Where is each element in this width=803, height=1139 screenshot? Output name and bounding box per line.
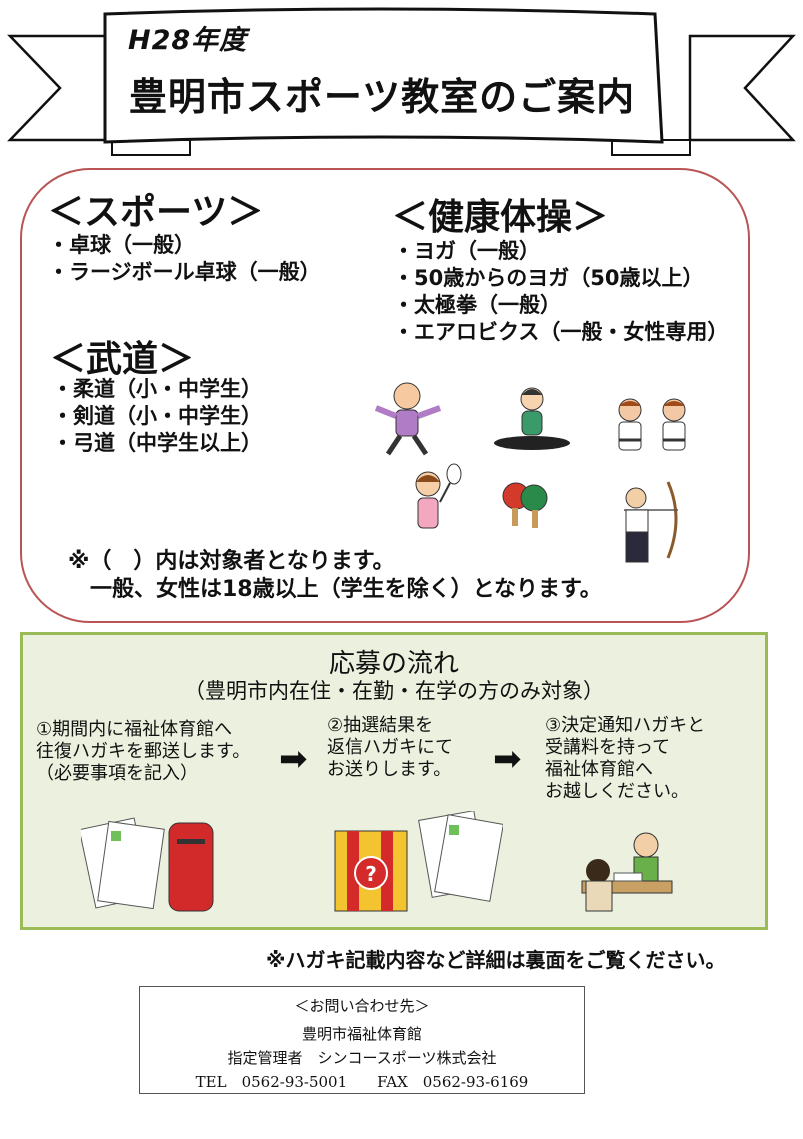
contact-manager: 指定管理者 シンコースポーツ株式会社 [227, 1049, 497, 1067]
list-item: ・卓球（一般） [48, 233, 195, 257]
flow-subtitle: （豊明市内在住・在勤・在学の方のみ対象） [184, 679, 604, 703]
target-note: ※（ ）内は対象者となります。 [68, 549, 395, 574]
step-1: ①期間内に福祉体育館へ 往復ハガキを郵送します。 （必要事項を記入） [36, 719, 251, 784]
list-item: ・ラージボール卓球（一般） [48, 260, 321, 284]
contact-heading: ＜お問い合わせ先＞ [294, 997, 430, 1015]
lottery-box-illustration: ? [334, 811, 503, 912]
programs-box [20, 168, 750, 623]
step-3: ③決定通知ハガキと 受講料を持って 福祉体育館へ お越しください。 [545, 715, 706, 802]
right-arrow-icon: ➡ [279, 739, 308, 779]
list-item: ・エアロビクス（一般・女性専用） [393, 320, 729, 344]
contact-box: ＜お問い合わせ先＞ 豊明市福祉体育館 指定管理者 シンコースポーツ株式会社 TE… [139, 986, 585, 1094]
fitness-heading: ＜健康体操＞ [392, 197, 609, 238]
yoga-illustration [494, 387, 570, 450]
step-2: ②抽選結果を 返信ハガキにて お送りします。 [327, 715, 453, 780]
banner-year: H28年度 [128, 25, 248, 56]
list-item: ・弓道（中学生以上） [52, 431, 262, 455]
fitness-list: ・ヨガ（一般） ・50歳からのヨガ（50歳以上） ・太極拳（一般） ・エアロビク… [393, 238, 728, 346]
svg-text:?: ? [365, 862, 377, 886]
list-item: ・50歳からのヨガ（50歳以上） [393, 266, 704, 290]
budo-list: ・柔道（小・中学生） ・剣道（小・中学生） ・弓道（中学生以上） [52, 376, 262, 457]
reception-desk-illustration [581, 832, 673, 912]
tai-chi-illustration [374, 382, 442, 456]
sports-list: ・卓球（一般） ・ラージボール卓球（一般） [48, 232, 321, 286]
postcards-mailbox-illustration [81, 817, 214, 912]
list-item: ・ヨガ（一般） [393, 239, 540, 263]
contact-phones: TEL 0562-93-5001 FAX 0562-93-6169 [195, 1073, 529, 1091]
judo-kids-illustration [618, 398, 686, 451]
badminton-girl-illustration [415, 463, 462, 529]
kyudo-archer-illustration [624, 481, 678, 563]
title-banner [7, 7, 796, 156]
contact-org: 豊明市福祉体育館 [301, 1025, 422, 1043]
table-tennis-illustration [502, 482, 548, 528]
list-item: ・柔道（小・中学生） [52, 377, 262, 401]
right-arrow-icon: ➡ [493, 739, 522, 779]
reverse-side-note: ※ハガキ記載内容など詳細は裏面をご覧ください。 [266, 948, 726, 972]
sports-heading: ＜スポーツ＞ [48, 192, 264, 233]
age-note: 一般、女性は18歳以上（学生を除く）となります。 [90, 577, 602, 602]
application-flow-box: 応募の流れ （豊明市内在住・在勤・在学の方のみ対象） ①期間内に福祉体育館へ 往… [20, 632, 768, 930]
banner-title: 豊明市スポーツ教室のご案内 [128, 75, 636, 119]
list-item: ・剣道（小・中学生） [52, 404, 262, 428]
flow-title: 応募の流れ [328, 649, 459, 679]
list-item: ・太極拳（一般） [393, 293, 561, 317]
budo-heading: ＜武道＞ [50, 339, 195, 380]
